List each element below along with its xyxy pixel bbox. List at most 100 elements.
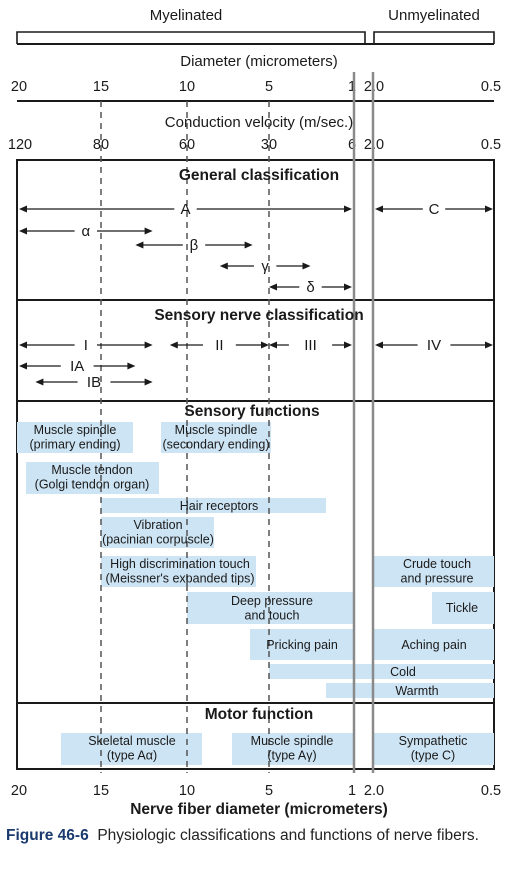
arrow-head (219, 262, 228, 270)
section-heading-sensory-classification: Sensory nerve classification (154, 307, 363, 324)
function-box (101, 517, 214, 548)
figure-number: Figure 46-6 (6, 827, 89, 844)
diameter-tick: 20 (11, 79, 27, 95)
fiber-range-arrow: β (135, 237, 253, 254)
diameter-tick: 5 (265, 79, 273, 95)
arrow-head (135, 241, 144, 249)
arrow-head (485, 205, 493, 213)
bottom-axis-title: Nerve fiber diameter (micrometers) (130, 801, 388, 818)
fiber-type-label: IA (70, 358, 84, 375)
nerve-fiber-classification-diagram: Myelinated Unmyelinated Diameter (microm… (8, 7, 501, 818)
fiber-type-label: δ (306, 279, 314, 296)
fiber-range-arrow: C (375, 201, 493, 218)
arrow-head (344, 341, 352, 349)
section-heading-general: General classification (179, 167, 339, 184)
arrow-head (19, 227, 27, 235)
arrow-head (269, 283, 277, 291)
section-heading-sensory-functions: Sensory functions (184, 403, 319, 420)
arrow-head (261, 341, 269, 349)
bottom-diameter-ticks: 20 15 10 5 1 2.0 0.5 (11, 783, 501, 799)
classification-frame (16, 159, 495, 770)
fiber-type-label: α (81, 223, 90, 240)
function-box (250, 629, 353, 660)
arrow-head (144, 378, 153, 386)
diameter-tick: 0.5 (481, 79, 501, 95)
figure-caption-text: Physiologic classifications and function… (97, 827, 479, 844)
fiber-type-label: IB (87, 374, 101, 391)
figure-caption: Figure 46-6 Physiologic classifications … (6, 826, 511, 846)
function-label: Pricking pain (266, 638, 338, 652)
function-label: Muscle spindle(primary ending) (29, 423, 120, 452)
diameter-tick: 10 (179, 79, 195, 95)
function-box (374, 733, 494, 765)
function-box (26, 462, 159, 494)
fiber-range-arrow: IA (19, 358, 136, 375)
function-box (432, 592, 494, 624)
function-box (374, 556, 494, 587)
sensory-function-boxes (17, 422, 494, 698)
section-heading-motor: Motor function (205, 706, 313, 723)
arrow-head (269, 341, 277, 349)
diameter-tick: 1 (348, 79, 356, 95)
arrow-head (302, 262, 311, 270)
arrow-head (127, 362, 136, 370)
myelinated-label: Myelinated (150, 7, 223, 24)
arrow-head (375, 341, 383, 349)
function-label: Muscle spindle(secondary ending) (162, 423, 269, 452)
arrow-head (19, 205, 27, 213)
fiber-type-label: γ (261, 258, 269, 275)
bottom-tick: 20 (11, 783, 27, 799)
function-label: Cold (390, 665, 416, 679)
unmyelinated-label: Unmyelinated (388, 7, 480, 24)
bottom-tick: 0.5 (481, 783, 501, 799)
fiber-type-label: II (215, 337, 223, 354)
function-label: Vibration(pacinian corpuscle) (102, 518, 214, 547)
fiber-type-label: III (304, 337, 317, 354)
function-label: Skeletal muscle(type Aα) (88, 734, 176, 763)
function-label: High discrimination touch(Meissner's exp… (106, 557, 255, 586)
function-box (269, 664, 494, 679)
function-label: Warmth (395, 684, 438, 698)
fiber-range-arrow: I (19, 337, 153, 354)
bottom-tick: 10 (179, 783, 195, 799)
sensory-function-labels: Muscle spindle(primary ending) Muscle sp… (29, 423, 478, 698)
function-label: Sympathetic(type C) (399, 734, 468, 763)
arrow-head (375, 205, 383, 213)
bottom-tick: 15 (93, 783, 109, 799)
diameter-tick: 15 (93, 79, 109, 95)
arrow-head (244, 241, 253, 249)
bottom-tick: 1 (348, 783, 356, 799)
velocity-ticks-unmyelinated: 2.0 0.5 (364, 137, 501, 153)
bottom-tick: 5 (265, 783, 273, 799)
arrow-head (35, 378, 44, 386)
arrow-head (344, 283, 352, 291)
function-box (232, 733, 353, 765)
function-box (187, 592, 353, 624)
fiber-range-arrow: δ (269, 279, 352, 296)
fiber-type-label: C (429, 201, 440, 218)
fiber-range-arrow: A (19, 201, 352, 218)
fiber-type-label: IV (427, 337, 441, 354)
function-label: Hair receptors (180, 499, 259, 513)
fiber-range-arrow: α (19, 223, 153, 240)
fiber-type-label: I (84, 337, 88, 354)
fiber-type-label: A (180, 201, 190, 218)
general-fiber-arrows: Aα βγ δ C (19, 201, 493, 296)
function-label: Tickle (446, 601, 478, 615)
bottom-tick: 2.0 (364, 783, 384, 799)
myelinated-bracket (16, 31, 366, 44)
arrow-head (344, 205, 352, 213)
function-box (17, 422, 133, 453)
arrow-head (169, 341, 178, 349)
function-box (326, 683, 494, 698)
fiber-range-arrow: γ (219, 258, 311, 275)
arrow-head (19, 362, 27, 370)
fiber-range-arrow: IB (35, 374, 153, 391)
fiber-range-arrow: II (169, 337, 269, 354)
velocity-tick: 6 (348, 137, 356, 153)
arrow-head (485, 341, 493, 349)
diameter-scale-title: Diameter (micrometers) (180, 53, 338, 70)
function-box (61, 733, 202, 765)
